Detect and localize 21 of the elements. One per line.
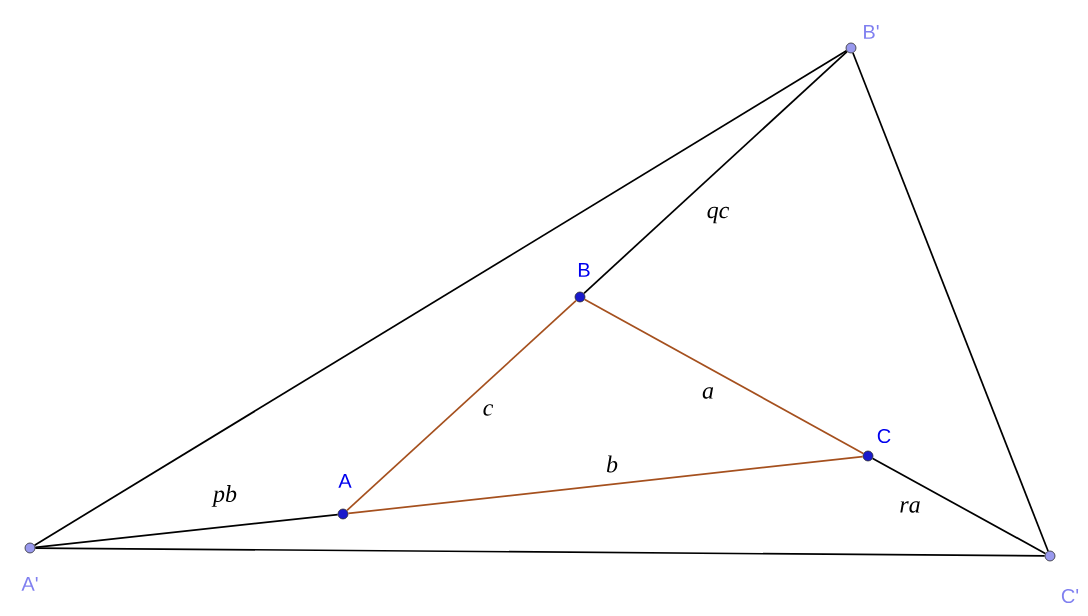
line-segment xyxy=(33,49,848,547)
line-segment xyxy=(583,298,865,455)
point-label: C xyxy=(877,428,891,444)
edge-label: pb xyxy=(211,483,239,509)
line-segment xyxy=(583,50,848,295)
edge-label: a xyxy=(700,385,716,401)
point-label: C' xyxy=(1061,588,1079,604)
edge-label: c xyxy=(481,402,495,418)
point-label: A xyxy=(338,474,352,488)
edge-label: qc xyxy=(705,205,731,225)
line-segment xyxy=(852,52,1049,552)
line-segment xyxy=(34,547,1046,557)
line-segment xyxy=(34,513,339,549)
edge-label: b xyxy=(604,454,620,474)
line-segment xyxy=(871,457,1047,555)
point-label: B' xyxy=(864,25,879,39)
point-label: A' xyxy=(21,577,38,591)
line-segment xyxy=(347,455,864,515)
point-label: B xyxy=(578,263,590,277)
edge-label: ra xyxy=(898,499,922,515)
line-segment xyxy=(346,299,577,512)
